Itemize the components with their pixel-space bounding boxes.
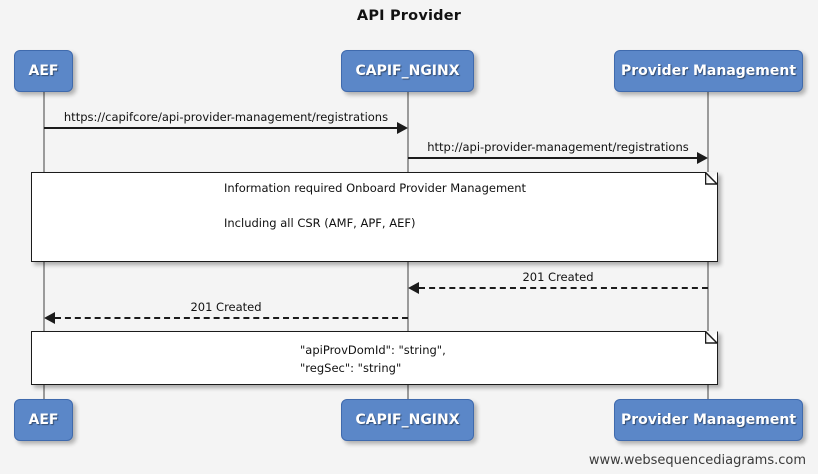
message-3-label: 201 Created	[522, 270, 594, 284]
message-2-line	[408, 157, 697, 159]
participant-provider-management-label-bottom: Provider Management	[620, 412, 797, 428]
message-1-label: https://capifcore/api-provider-managemen…	[63, 110, 389, 124]
participant-provider-management-label: Provider Management	[620, 63, 797, 79]
note-1-line-1: Information required Onboard Provider Ma…	[224, 181, 527, 195]
message-4-line	[55, 317, 408, 319]
participant-capif-nginx-bottom[interactable]: CAPIF_NGINX	[341, 399, 474, 441]
message-3-line	[419, 287, 708, 289]
page-title: API Provider	[356, 8, 462, 24]
message-1-line	[44, 127, 397, 129]
participant-provider-management-bottom[interactable]: Provider Management	[614, 399, 803, 441]
note-1-fold-line-icon	[705, 172, 718, 185]
message-4-label: 201 Created	[190, 300, 262, 314]
footer-watermark: www.websequencediagrams.com	[588, 453, 806, 468]
message-1-arrowhead-icon	[397, 122, 408, 134]
participant-aef-top[interactable]: AEF	[14, 50, 73, 92]
message-2-arrowhead-icon	[697, 152, 708, 164]
note-1: Information required Onboard Provider Ma…	[31, 172, 718, 262]
participant-aef-label-bottom: AEF	[28, 412, 59, 428]
message-3-arrowhead-icon	[408, 282, 419, 294]
note-2-fold-line-icon	[705, 331, 718, 344]
participant-provider-management-top[interactable]: Provider Management	[614, 50, 803, 92]
note-1-line-2: Including all CSR (AMF, APF, AEF)	[224, 216, 416, 230]
participant-capif-nginx-label: CAPIF_NGINX	[355, 63, 460, 79]
note-2: "apiProvDomId": "string", "regSec": "str…	[31, 331, 718, 385]
participant-capif-nginx-label-bottom: CAPIF_NGINX	[355, 412, 460, 428]
message-4-arrowhead-icon	[44, 312, 55, 324]
message-2-label: http://api-provider-management/registrat…	[427, 140, 689, 154]
participant-aef-bottom[interactable]: AEF	[14, 399, 73, 441]
note-2-line-2: "regSec": "string"	[300, 361, 402, 375]
participant-capif-nginx-top[interactable]: CAPIF_NGINX	[341, 50, 474, 92]
participant-aef-label: AEF	[28, 63, 59, 79]
note-2-line-1: "apiProvDomId": "string",	[300, 343, 446, 357]
